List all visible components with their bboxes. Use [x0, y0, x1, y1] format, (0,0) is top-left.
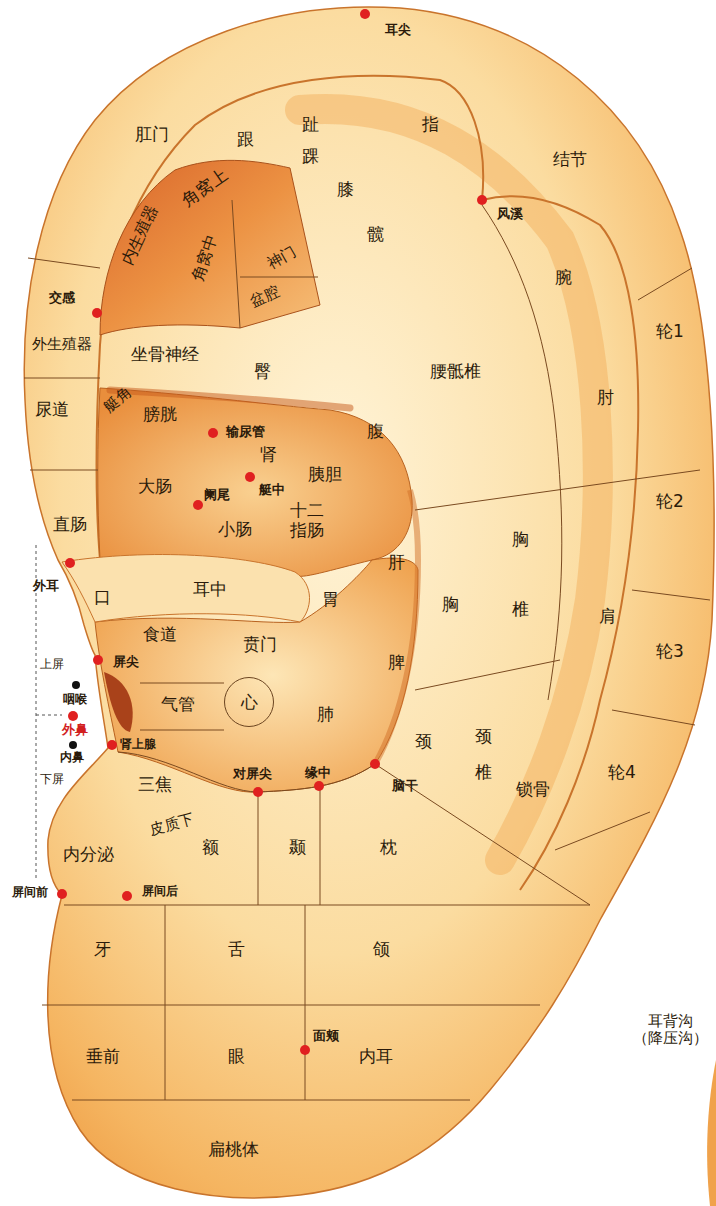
region-label: 内鼻: [60, 751, 84, 765]
region-label: 耳中: [193, 580, 227, 600]
region-label: 屏尖: [113, 655, 139, 670]
organ-label: 心: [241, 691, 258, 714]
region-label: 缘中: [305, 766, 331, 781]
region-label: 下屏: [40, 773, 64, 787]
region-label: 屏间前: [12, 886, 48, 900]
region-label: 趾: [302, 115, 319, 135]
region-label: 膝: [337, 180, 354, 200]
region-label: 臀: [254, 362, 271, 382]
region-label: 艇角: [101, 384, 135, 416]
region-label: 肾上腺: [120, 738, 156, 752]
region-label: 上屏: [40, 658, 64, 672]
region-label: 十二 指肠: [287, 501, 327, 540]
region-label: 胸: [442, 595, 459, 615]
region-label: 肘: [597, 388, 614, 408]
region-label: 对屏尖: [233, 767, 272, 782]
region-label: 垂前: [86, 1047, 120, 1067]
region-label: 锁骨: [516, 780, 550, 800]
region-label: 大肠: [138, 477, 172, 497]
region-label: 跟: [237, 130, 254, 150]
region-label: 直肠: [53, 515, 87, 535]
region-label: 神门: [265, 243, 300, 273]
region-label: 椎: [512, 600, 529, 620]
region-label: 肛门: [135, 125, 169, 145]
region-label: 轮1: [656, 322, 684, 342]
region-label: 食道: [143, 625, 177, 645]
region-label: 外生殖器: [32, 336, 92, 353]
region-label: 角窝中: [189, 232, 221, 283]
region-label: 轮3: [656, 642, 684, 662]
region-label: 轮2: [656, 492, 684, 512]
region-label: 风溪: [497, 207, 523, 222]
region-label: 脑干: [392, 779, 418, 794]
region-label: 小肠: [218, 520, 252, 540]
region-label: 肩: [599, 607, 616, 627]
region-label: 气管: [161, 695, 195, 715]
region-label: 三焦: [138, 775, 172, 795]
region-label: 轮4: [608, 763, 636, 783]
region-label: 交感: [49, 291, 75, 306]
region-label: 内分泌: [63, 845, 114, 865]
region-label: 腕: [555, 268, 572, 288]
region-label: 眼: [228, 1047, 245, 1067]
region-label: 耳尖: [385, 23, 411, 38]
region-label: 角窝上: [179, 165, 232, 210]
region-label: 屏间后: [142, 885, 178, 899]
region-label: 扁桃体: [208, 1140, 259, 1160]
region-label: 颌: [373, 940, 390, 960]
region-label: 外鼻: [62, 723, 88, 738]
region-label: 胸: [512, 530, 529, 550]
region-label: 踝: [302, 147, 319, 167]
region-label: 肾: [260, 445, 277, 465]
region-label: 输尿管: [226, 425, 265, 440]
region-label: 贲门: [243, 635, 277, 655]
region-label: 额: [202, 838, 219, 858]
region-label: 盆腔: [248, 283, 282, 311]
region-label: 胰胆: [308, 465, 342, 485]
region-label: 脾: [388, 653, 405, 673]
region-label: 髋: [367, 225, 384, 245]
region-label: 膀胱: [143, 405, 177, 425]
region-label: 颞: [289, 838, 306, 858]
region-label: 内生殖器: [118, 202, 162, 268]
organ-circle: 心: [224, 677, 274, 727]
region-label: 指: [422, 115, 439, 135]
region-label: 腰骶椎: [430, 362, 481, 382]
region-label: 面颊: [313, 1029, 339, 1044]
region-label: 肺: [317, 705, 334, 725]
region-label: 口: [94, 588, 111, 608]
region-label: 颈: [415, 732, 432, 752]
region-label: 肝: [388, 553, 405, 573]
region-label: 腹: [367, 422, 384, 442]
region-label: 内耳: [359, 1047, 393, 1067]
region-label: 耳背沟 （降压沟）: [630, 1013, 710, 1048]
region-label: 舌: [228, 940, 245, 960]
region-label: 椎: [475, 763, 492, 783]
region-label: 阑尾: [204, 488, 230, 503]
region-label: 尿道: [35, 400, 69, 420]
region-label: 咽喉: [63, 693, 87, 707]
region-label: 颈: [475, 727, 492, 747]
region-label: 枕: [380, 838, 397, 858]
region-label: 牙: [94, 940, 111, 960]
region-label: 外耳: [33, 579, 59, 594]
region-label: 皮质下: [148, 811, 196, 839]
region-label: 胃: [322, 590, 339, 610]
region-label: 艇中: [259, 483, 285, 498]
region-label: 结节: [553, 150, 587, 170]
region-label: 坐骨神经: [131, 345, 199, 365]
